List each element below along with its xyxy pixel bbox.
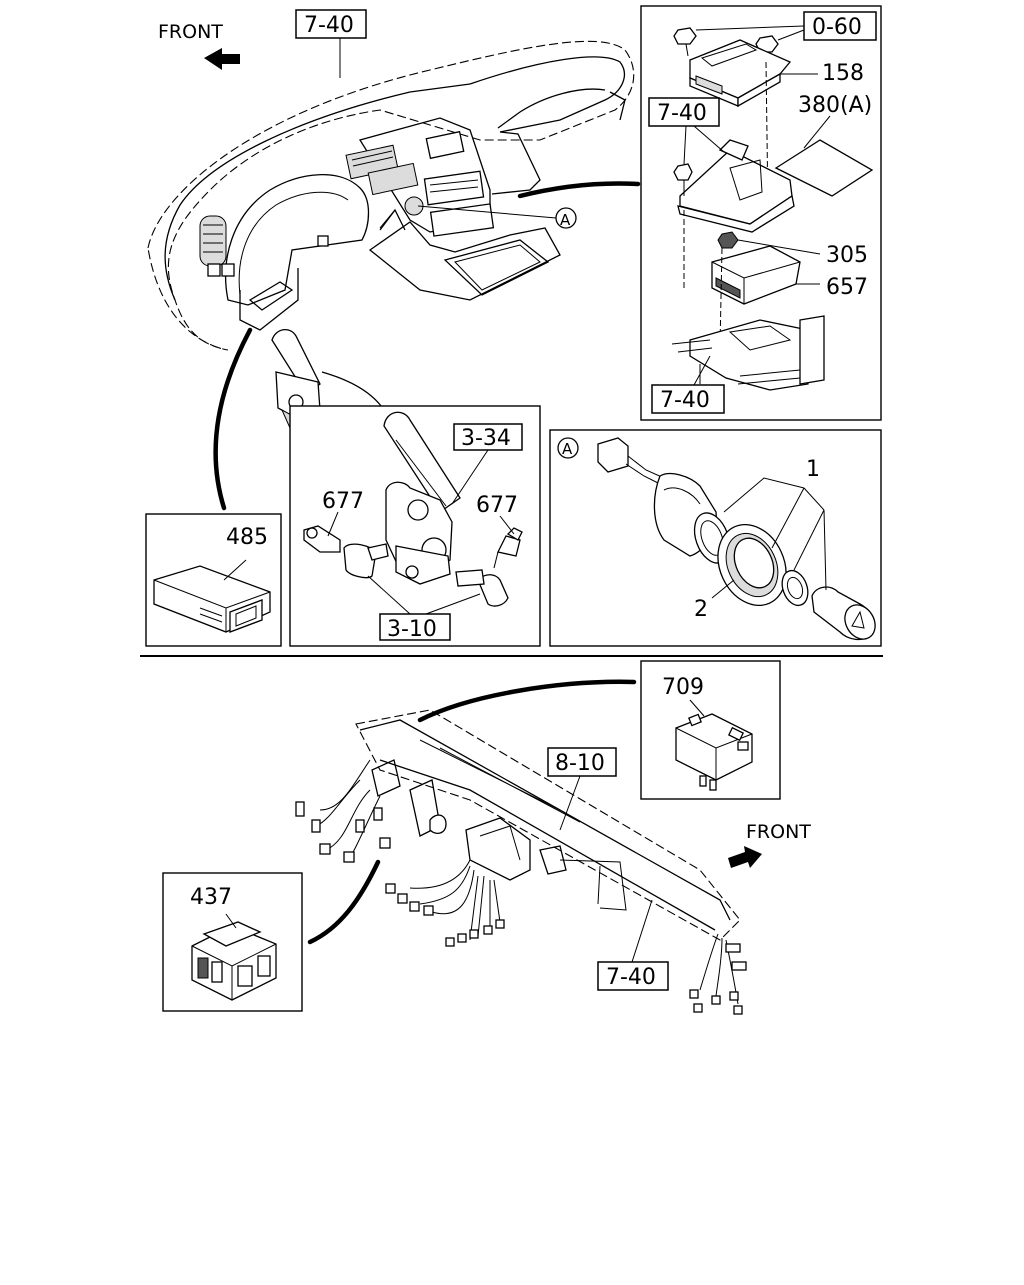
front-direction-indicator-bottom: FRONT bbox=[728, 821, 811, 868]
ref-3-34-text: 3-34 bbox=[461, 426, 511, 451]
part-709-relay bbox=[675, 699, 753, 791]
part-437-label: 437 bbox=[190, 885, 232, 910]
front-arrow-bottom-icon bbox=[728, 846, 762, 868]
part-2-label: 2 bbox=[694, 597, 708, 622]
part-677-right-label: 677 bbox=[476, 493, 518, 518]
connector-arc-harness-to-437 bbox=[307, 859, 381, 945]
ref-3-34-callout: 3-34 bbox=[451, 423, 523, 505]
ref-0-60-callout: 0-60 bbox=[695, 11, 877, 41]
ref-7-40-harness-callout: 7-40 bbox=[597, 899, 669, 991]
part-437-connector bbox=[191, 913, 277, 1001]
ref-8-10-text: 8-10 bbox=[555, 751, 605, 776]
ref-7-40-lower-bracket-callout: 7-40 bbox=[651, 355, 725, 414]
part-305-label: 305 bbox=[826, 243, 868, 268]
connector-arc-dash-to-ecu bbox=[517, 181, 641, 199]
front-arrow-icon bbox=[204, 48, 240, 70]
front-label-bottom: FRONT bbox=[746, 821, 811, 843]
ref-3-10-text: 3-10 bbox=[387, 617, 437, 642]
front-label-top: FRONT bbox=[158, 21, 223, 43]
dashboard-wiring-harness bbox=[295, 709, 747, 1015]
part-709-label: 709 bbox=[662, 675, 704, 700]
front-direction-indicator-top: FRONT bbox=[158, 21, 240, 70]
part-677-left-label: 677 bbox=[322, 489, 364, 514]
view-a-marker: A bbox=[560, 211, 571, 229]
connector-arc-dash-to-485 bbox=[213, 327, 253, 511]
accelerator-pedal-detail bbox=[303, 411, 523, 607]
part-485-label: 485 bbox=[226, 525, 268, 550]
view-a-badge: A bbox=[557, 437, 579, 459]
part-1-label: 1 bbox=[806, 457, 820, 482]
connector-arc-harness-to-709 bbox=[417, 679, 637, 723]
ref-8-10-callout: 8-10 bbox=[547, 747, 617, 831]
ref-7-40-bracket-callout: 7-40 bbox=[648, 97, 725, 165]
ref-7-40-dashboard-callout: 7-40 bbox=[295, 9, 367, 78]
ref-3-10-callout: 3-10 bbox=[367, 575, 481, 642]
ref-7-40-lower-bracket-text: 7-40 bbox=[660, 388, 710, 413]
cigar-lighter-illustration bbox=[597, 437, 876, 641]
ref-7-40-bracket-text: 7-40 bbox=[657, 101, 707, 126]
view-a-detail-label: A bbox=[562, 440, 573, 458]
dashboard-illustration: A bbox=[147, 40, 635, 351]
part-485-module bbox=[153, 559, 271, 633]
ref-0-60-text: 0-60 bbox=[812, 15, 862, 40]
connector-arc-pedal bbox=[321, 371, 385, 411]
ecu-assembly-illustration bbox=[671, 27, 874, 391]
ref-7-40-harness-text: 7-40 bbox=[606, 965, 656, 990]
part-380a-label: 380(A) bbox=[798, 93, 872, 118]
part-657-label: 657 bbox=[826, 275, 868, 300]
part-158-label: 158 bbox=[822, 61, 864, 86]
ref-7-40-dashboard-text: 7-40 bbox=[304, 13, 354, 38]
